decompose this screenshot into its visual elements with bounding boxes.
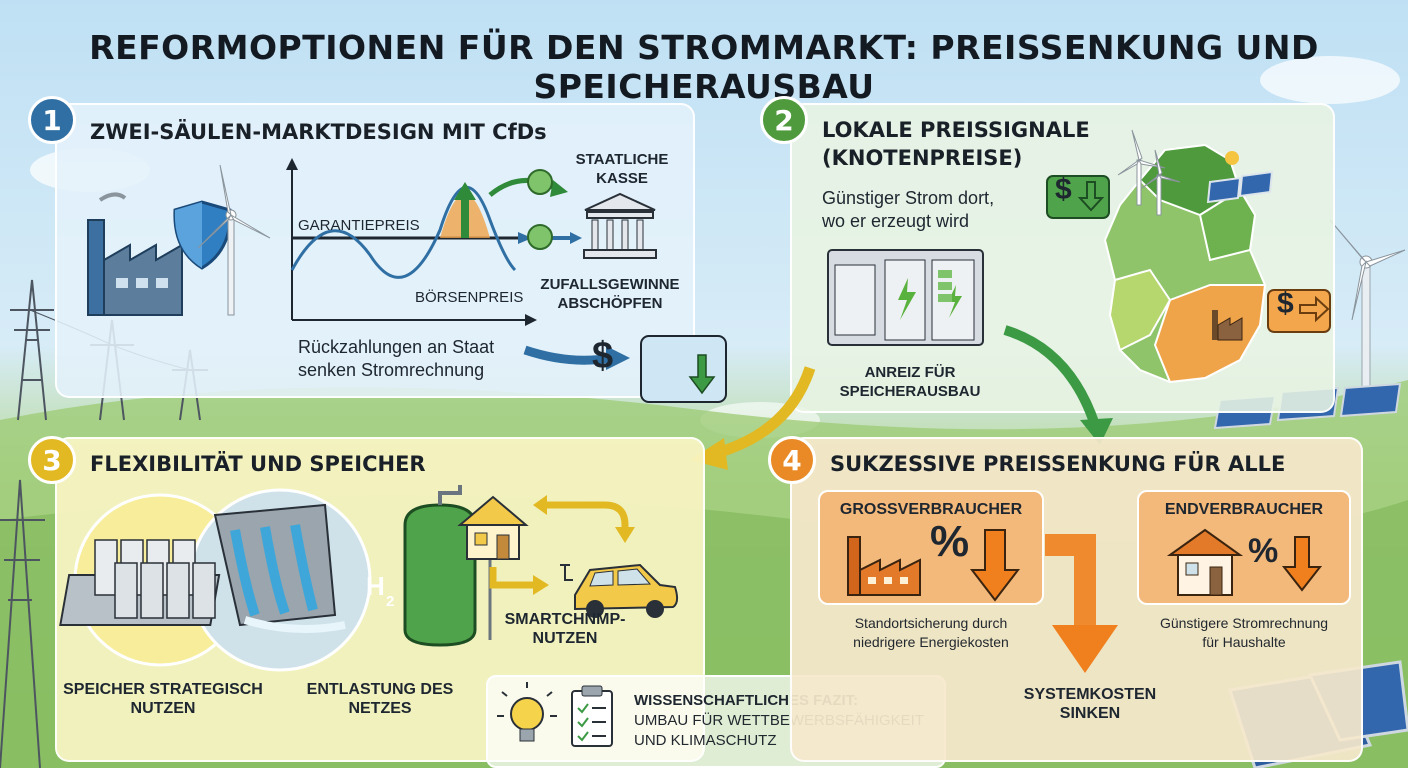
boersenpreis-label: BÖRSENPREIS (415, 289, 524, 306)
dollar-symbol: $ (592, 335, 614, 377)
garantiepreis-label: GARANTIEPREIS (298, 217, 420, 234)
systemkosten-label: SYSTEMKOSTEN SINKEN (1023, 686, 1157, 722)
wind-turbine-icon (1117, 129, 1181, 216)
endverbraucher-title: ENDVERBRAUCHER (1164, 501, 1324, 518)
rueckzahlung-line-2: senken Stromrechnung (298, 360, 485, 380)
rueckzahlung-line-1: Rückzahlungen an Staat (298, 337, 495, 357)
arrow-down-icon (1077, 181, 1105, 212)
hydrogen-label: H (366, 571, 385, 601)
staatliche-kasse-label: STAATLICHE KASSE (575, 151, 669, 187)
gross-text-line-2: niedrigere Energiekosten (853, 634, 1009, 650)
panel2-dollar-down: $ (1055, 173, 1072, 206)
end-text-line-2: für Haushalte (1202, 634, 1286, 650)
battery-storage-icon (827, 249, 984, 346)
panel2-heading-line-1: LOKALE PREISSIGNALE (822, 118, 1090, 142)
page-title: REFORMOPTIONEN FÜR DEN STROMMARKT: PREIS… (89, 28, 1319, 106)
panel2-heading-line-2: (KNOTENPREISE) (822, 146, 1023, 170)
panel3-illustration (59, 485, 679, 672)
panel2-illustration (827, 129, 1331, 445)
panel1-heading: ZWEI-SÄULEN-MARKTDESIGN MIT CfDs (90, 120, 547, 144)
fazit-icons (497, 682, 613, 747)
step-number-1: 1 (28, 96, 76, 144)
hydro-dam-icon (213, 503, 346, 633)
panel2-dollar-right: $ (1277, 287, 1294, 320)
end-percent: % (1248, 532, 1279, 570)
grossverbraucher-title: GROSSVERBRAUCHER (839, 501, 1023, 518)
coin-icon (527, 169, 553, 250)
battery-storage-icon (59, 539, 221, 626)
shield-icon (173, 200, 232, 270)
lightbulb-icon (497, 682, 557, 742)
endverbraucher-box (1137, 490, 1351, 605)
step-number-4: 4 (768, 436, 816, 484)
entlastung-label: ENTLASTUNG DES NETZES (306, 681, 454, 717)
speicher-label: SPEICHER STRATEGISCH NUTZEN (63, 681, 263, 717)
house-icon (457, 495, 529, 560)
fazit-line-2: UND KLIMASCHUTZ (634, 732, 777, 749)
end-text-line-1: Günstigere Stromrechnung (1159, 615, 1329, 631)
house-icon (1166, 528, 1244, 596)
wind-turbine-icon (1329, 219, 1406, 398)
step-number-2: 2 (760, 96, 808, 144)
hydrogen-tank-icon (403, 485, 492, 647)
hydrogen-subscript: 2 (386, 593, 395, 610)
step-number-3: 3 (28, 436, 76, 484)
wind-turbine-icon (197, 164, 271, 316)
anreiz-speicherausbau-label: ANREIZ FÜR SPEICHERAUSBAU (839, 364, 981, 400)
clipboard-icon (571, 685, 613, 747)
zufallsgewinne-label: ZUFALLSGEWINNE ABSCHÖPFEN (540, 276, 680, 312)
factory-icon (87, 192, 183, 316)
bank-icon (583, 192, 657, 259)
factory-icon (847, 536, 921, 596)
gross-text-line-1: Standortsicherung durch (854, 615, 1008, 631)
smart-nutzen-label: SMARTCHNMP- NUTZEN (504, 611, 626, 647)
factory-icon (1212, 310, 1243, 341)
panel4-heading: SUKZESSIVE PREISSENKUNG FÜR ALLE (830, 452, 1286, 476)
panel4-illustration (847, 528, 1323, 673)
panel2-text-line-1: Günstiger Strom dort, (822, 188, 995, 208)
arrow-right-icon (1299, 295, 1330, 323)
electric-car-icon (560, 563, 679, 618)
solar-panel-icon (1206, 151, 1274, 204)
panel3-heading: FLEXIBILITÄT UND SPEICHER (90, 452, 426, 476)
panel2-text-line-2: wo er erzeugt wird (822, 211, 970, 231)
panel1-illustration (87, 158, 727, 403)
gross-percent: % (930, 517, 970, 566)
arrow-down-icon (688, 354, 716, 395)
